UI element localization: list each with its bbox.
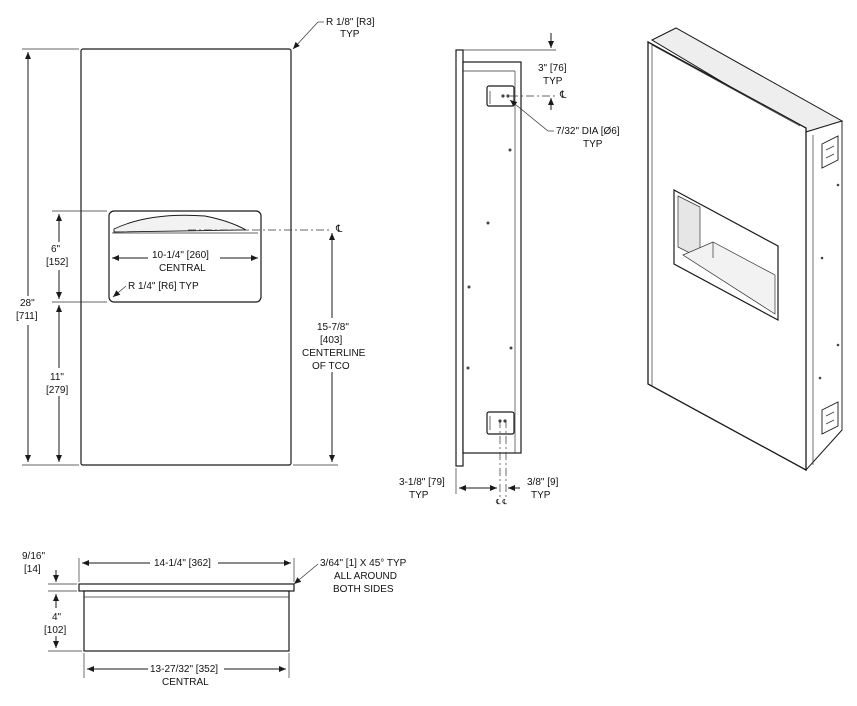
opening-width: 10-1/4" [260]: [152, 250, 209, 261]
bottom-bracket: [486, 411, 515, 435]
iso-bottom-bracket: [821, 401, 839, 435]
hole-dia-note: TYP: [583, 139, 603, 150]
chamfer-note-2: ALL AROUND: [334, 571, 397, 582]
body-width: 13-27/32" [352]: [150, 664, 218, 675]
top-view: 14-1/4" [362] 9/16" [14] 4" [102] 3/64" …: [22, 551, 407, 688]
overall-height-mm: [711]: [16, 311, 38, 322]
side-body: [462, 61, 522, 454]
opening-height: 6": [51, 244, 61, 255]
towel-opening: [108, 210, 262, 303]
flange-thickness-mm: [14]: [24, 564, 41, 575]
centerline-label-2: OF TCO: [312, 361, 350, 372]
slot-offset-note: TYP: [531, 490, 551, 501]
opening-radius: R 1/4" [R6] TYP: [128, 281, 199, 292]
slot-symbols: ℄ ℄: [495, 499, 507, 506]
top-bracket: [486, 85, 515, 107]
overall-width: 14-1/4" [362]: [154, 558, 211, 569]
opening-height-mm: [152]: [46, 257, 68, 268]
top-offset-note: TYP: [543, 76, 563, 87]
chamfer-note-3: BOTH SIDES: [333, 584, 394, 595]
body-depth: 4": [52, 612, 62, 623]
centerline-dim: 15-7/8": [317, 322, 349, 333]
flange-depth-note: TYP: [409, 490, 429, 501]
bottom-to-opening: 11": [50, 372, 64, 383]
side-view: ℄ 3" [76] TYP 7/32" DIA [Ø6] TYP ℄ ℄ 3-1…: [399, 33, 620, 506]
dispenser-lip: [113, 214, 248, 233]
side-centerline-symbol: ℄: [559, 90, 567, 101]
bottom-to-opening-mm: [279]: [46, 385, 68, 396]
iso-top-bracket: [821, 135, 839, 169]
isometric-view: [647, 27, 844, 472]
chamfer-note-1: 3/64" [1] X 45° TYP: [320, 558, 407, 569]
corner-radius-label: R 1/8" [R3]: [326, 17, 375, 28]
top-offset: 3" [76]: [538, 63, 567, 74]
top-body: [83, 590, 290, 652]
centerline-dim-mm: [403]: [320, 335, 342, 346]
front-view: ℄ R 1/8" [R3] TYP 28" [711] 6" [152] 11"…: [16, 17, 375, 466]
corner-radius-note: TYP: [340, 29, 360, 40]
top-flange: [78, 583, 295, 592]
body-depth-mm: [102]: [44, 625, 66, 636]
centerline-label-1: CENTERLINE: [302, 348, 366, 359]
flange-depth: 3-1/8" [79]: [399, 477, 445, 488]
hole-dia: 7/32" DIA [Ø6]: [556, 126, 620, 137]
front-centerline-symbol: ℄: [335, 224, 343, 235]
flange-thickness: 9/16": [22, 551, 45, 562]
side-flange: [455, 49, 464, 467]
body-width-note: CENTRAL: [162, 677, 209, 688]
opening-width-note: CENTRAL: [159, 263, 206, 274]
slot-offset: 3/8" [9]: [527, 477, 559, 488]
overall-height: 28": [20, 298, 35, 309]
